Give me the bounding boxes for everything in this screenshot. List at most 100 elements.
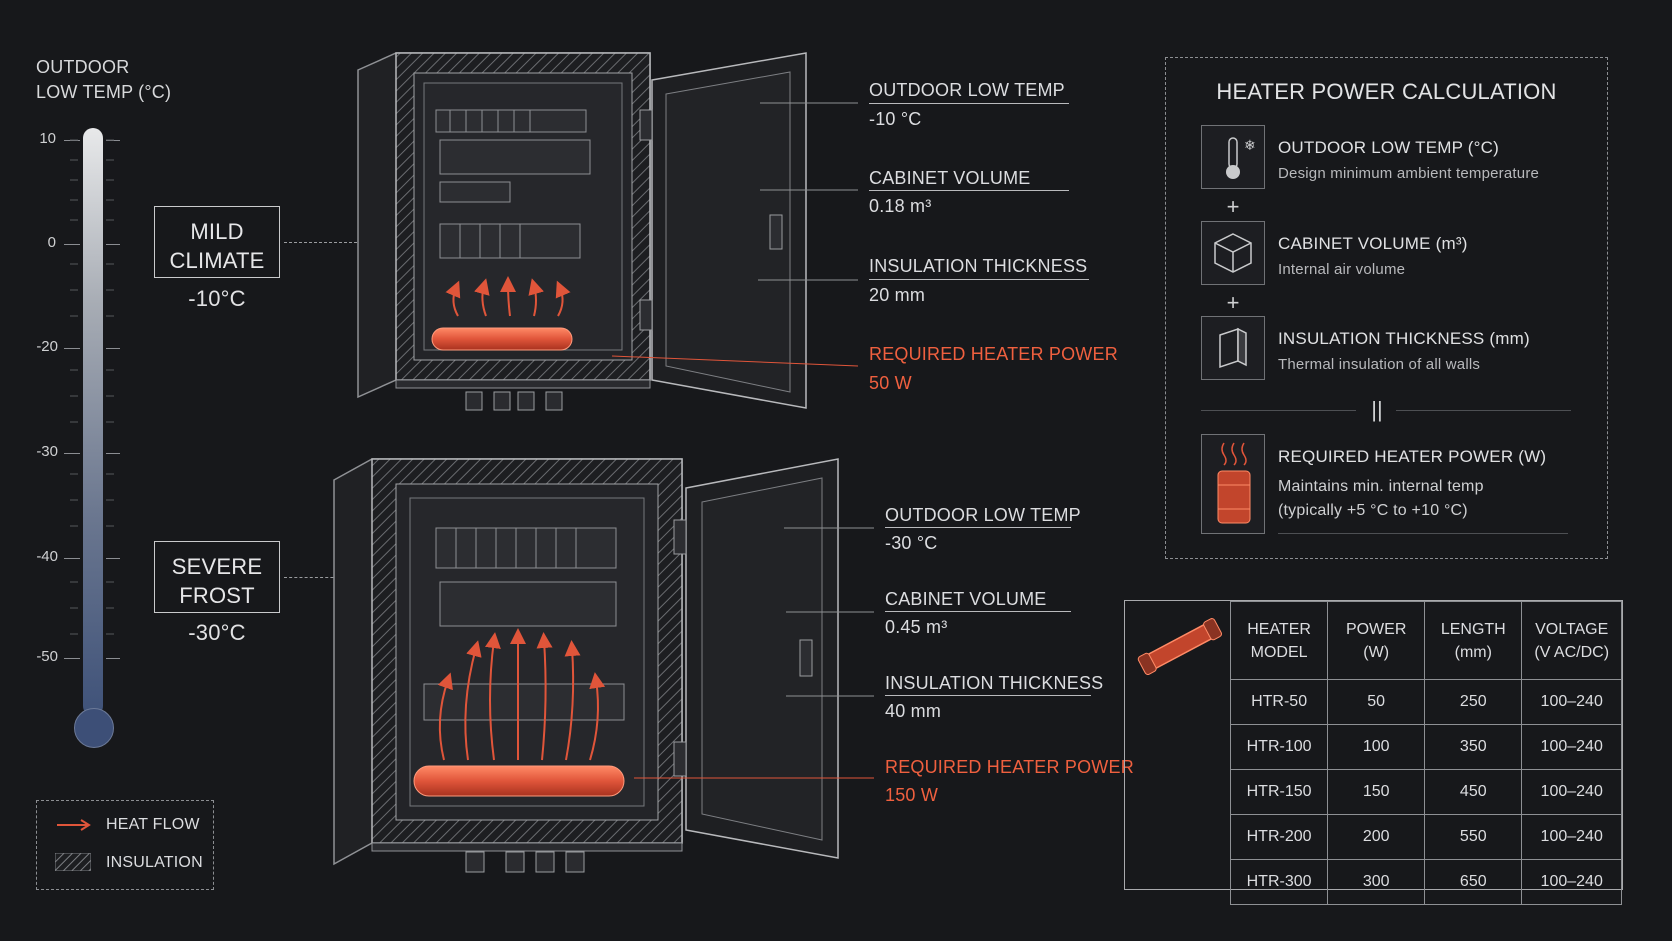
cube-icon (1201, 221, 1265, 285)
table-header-cell: VOLTAGE (V AC/DC) (1521, 601, 1622, 680)
calc-item-title: CABINET VOLUME (m³) (1278, 234, 1468, 253)
tick-label: 10 (39, 130, 56, 147)
climate-name-line1: MILD (190, 219, 244, 244)
header-line: POWER (1345, 620, 1407, 638)
callout-rule (869, 279, 1089, 280)
table-cell: HTR-300 (1229, 859, 1329, 905)
calc-item-desc: Internal air volume (1278, 261, 1406, 278)
thermometer-tube (83, 128, 103, 716)
callout-power-label: REQUIRED HEATER POWER (885, 757, 1134, 777)
callout-insulation-value: 20 mm (869, 285, 926, 305)
table-cell: 200 (1327, 814, 1426, 860)
climate-box-severe: SEVERE FROST (154, 541, 280, 613)
insulation-panel-icon (1201, 316, 1265, 380)
table-cell: 100–240 (1521, 679, 1622, 725)
climate-temp-severe: -30°C (188, 620, 246, 645)
heat-flow-arrow-icon (57, 819, 91, 831)
table-row: HTR-50 50 250 100–240 (1229, 679, 1622, 725)
calc-item-desc: Maintains min. internal temp (1278, 478, 1484, 495)
calc-item-title: OUTDOOR LOW TEMP (°C) (1278, 138, 1499, 157)
calc-panel: HEATER POWER CALCULATION ❄ OUTDOOR LOW T… (1165, 57, 1608, 559)
tick-mark (106, 348, 120, 349)
tick-label: -30 (36, 443, 58, 460)
tick-label: -20 (36, 338, 58, 355)
cabinet-severe (333, 458, 839, 873)
callout-power-value: 50 W (869, 373, 912, 393)
callout-volume-value: 0.18 m³ (869, 196, 932, 216)
legend: HEAT FLOW INSULATION (36, 800, 214, 890)
table-cell: HTR-100 (1229, 724, 1329, 770)
table-cell: HTR-200 (1229, 814, 1329, 860)
tick-mark (106, 244, 120, 245)
table-cell: 50 (1327, 679, 1426, 725)
tick-label: -40 (36, 548, 58, 565)
tick-mark (106, 658, 120, 659)
mild-pointer-line (284, 242, 372, 243)
thermometer-title: OUTDOOR LOW TEMP (°C) (36, 55, 171, 105)
plus-operator: + (1226, 290, 1240, 315)
header-line: (V AC/DC) (1534, 643, 1610, 661)
table-cell: 250 (1424, 679, 1523, 725)
table-cell: 100–240 (1521, 769, 1622, 815)
callout-power-label: REQUIRED HEATER POWER (869, 344, 1118, 364)
legend-insulation-label: INSULATION (106, 854, 203, 871)
calc-item-desc: (typically +5 °C to +10 °C) (1278, 502, 1468, 519)
calc-item-title: INSULATION THICKNESS (mm) (1278, 329, 1530, 348)
callout-outdoor-label: OUTDOOR LOW TEMP (869, 80, 1065, 100)
callout-power-value: 150 W (885, 785, 939, 805)
table-cell: 450 (1424, 769, 1523, 815)
thermometer-title-line2: LOW TEMP (°C) (36, 82, 172, 102)
heater-tube-icon (1137, 618, 1222, 675)
thermometer-snowflake-icon: ❄ (1201, 125, 1265, 189)
insulation-hatch-icon (55, 853, 91, 871)
callout-volume-label: CABINET VOLUME (869, 168, 1031, 188)
heater-table-panel: HEATER MODEL POWER (W) LENGTH (mm) VOLTA… (1124, 600, 1623, 905)
header-line: (mm) (1454, 643, 1492, 661)
svg-text:❄: ❄ (1244, 138, 1256, 154)
table-row: HTR-200 200 550 100–240 (1229, 814, 1622, 860)
thermometer-title-line1: OUTDOOR (36, 57, 130, 77)
callout-rule (885, 527, 1071, 528)
callout-rule (869, 103, 1069, 104)
callout-outdoor-value: -30 °C (885, 533, 938, 553)
callout-rule (869, 190, 1069, 191)
thermometer-bulb (74, 708, 114, 748)
climate-box-mild: MILD CLIMATE (154, 206, 280, 278)
calc-item-title: REQUIRED HEATER POWER (W) (1278, 447, 1547, 466)
callout-volume-value: 0.45 m³ (885, 617, 948, 637)
divider (1396, 410, 1571, 411)
plus-operator: + (1226, 194, 1240, 219)
table-cell: 100 (1327, 724, 1426, 770)
table-cell: 100–240 (1521, 859, 1622, 905)
table-header-row: HEATER MODEL POWER (W) LENGTH (mm) VOLTA… (1229, 601, 1622, 680)
header-line: MODEL (1250, 643, 1308, 661)
climate-name-line1: SEVERE (171, 554, 263, 579)
table-cell: 550 (1424, 814, 1523, 860)
tick-mark (106, 453, 120, 454)
cabinet-illustrations (333, 52, 874, 873)
table-row: HTR-150 150 450 100–240 (1229, 769, 1622, 815)
callout-outdoor-label: OUTDOOR LOW TEMP (885, 505, 1081, 525)
table-cell: HTR-50 (1229, 679, 1329, 725)
tick-mark (64, 348, 80, 349)
tick-label: -50 (36, 648, 58, 665)
header-line: VOLTAGE (1535, 620, 1609, 638)
table-header-cell: HEATER MODEL (1229, 601, 1329, 680)
climate-temp-mild: -10°C (188, 286, 246, 311)
callout-insulation-label: INSULATION THICKNESS (869, 256, 1088, 276)
table-cell: 100–240 (1521, 814, 1622, 860)
header-line: (W) (1363, 643, 1390, 661)
header-line: LENGTH (1440, 620, 1506, 638)
climate-name-line2: FROST (179, 583, 255, 608)
cabinet-mild (357, 52, 807, 411)
tick-mark (64, 658, 80, 659)
tick-mark (64, 244, 80, 245)
tick-mark (106, 558, 120, 559)
table-header-cell: POWER (W) (1327, 601, 1426, 680)
heater-icon (1201, 434, 1265, 534)
calc-item-desc: Thermal insulation of all walls (1278, 356, 1481, 373)
callout-insulation-label: INSULATION THICKNESS (885, 673, 1104, 693)
tick-label: 0 (47, 234, 56, 251)
heater-table: HEATER MODEL POWER (W) LENGTH (mm) VOLTA… (1229, 601, 1622, 905)
table-row: HTR-300 300 650 100–240 (1229, 859, 1622, 905)
